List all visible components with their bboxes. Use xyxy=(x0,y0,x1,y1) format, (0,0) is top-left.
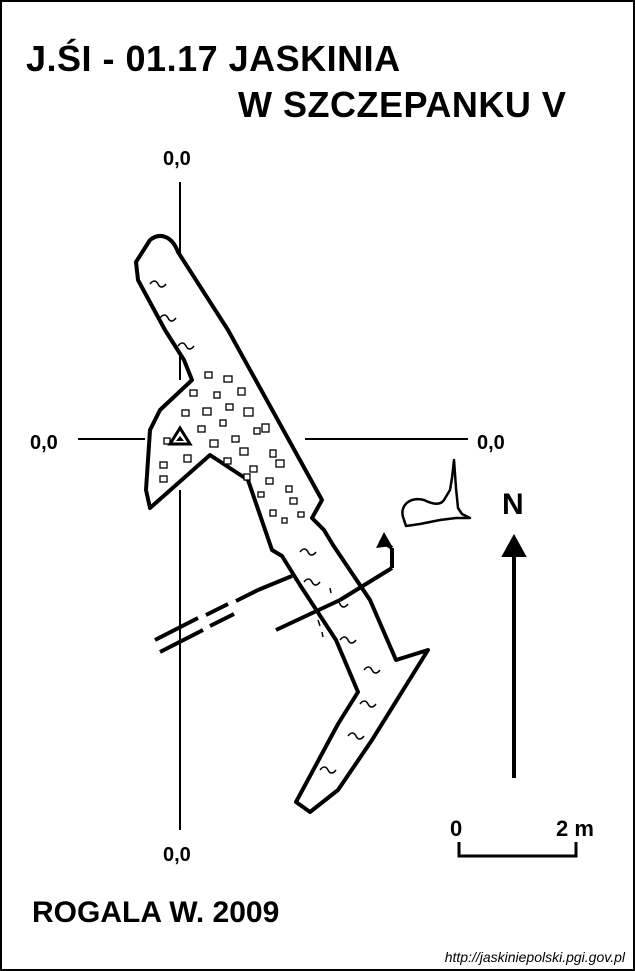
cave-outline xyxy=(134,234,430,814)
coord-label-top: 0,0 xyxy=(163,148,191,170)
coord-label-right: 0,0 xyxy=(477,432,505,454)
cross-section-icon xyxy=(401,458,472,528)
author-credit: ROGALA W. 2009 xyxy=(32,896,280,929)
scale-start-label: 0 xyxy=(450,816,463,841)
north-arrow-icon xyxy=(501,533,527,778)
coord-label-bottom: 0,0 xyxy=(163,844,191,866)
coord-label-left: 0,0 xyxy=(30,432,58,454)
scale-bar xyxy=(457,842,578,858)
cave-name-title: W SZCZEPANKU V xyxy=(238,84,567,125)
source-url: http://jaskiniepolski.pgi.gov.pl xyxy=(444,949,625,965)
scale-end-label: 2 m xyxy=(556,816,594,841)
cave-code-title: J.ŚI - 01.17 JASKINIA xyxy=(26,38,401,79)
north-label: N xyxy=(502,488,524,521)
